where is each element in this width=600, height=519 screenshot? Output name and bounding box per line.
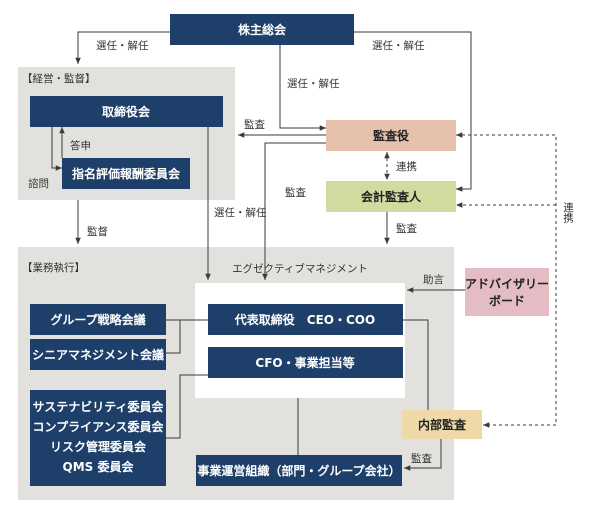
- appoint-board-arrow: [75, 31, 170, 64]
- label-audit-internal: 監査: [411, 452, 432, 465]
- execution-section-label: 【業務執行】: [22, 261, 85, 274]
- nomination-text: 指名評価報酬委員会: [72, 166, 181, 181]
- label-collab-short: 連携: [396, 160, 417, 173]
- audit-exec-arrow: [262, 142, 326, 280]
- accounting-auditor-box: [326, 181, 456, 212]
- accounting-auditor-text: 会計監査人: [361, 189, 422, 204]
- label-consult: 諮問: [28, 177, 49, 190]
- label-audit-board: 監査: [244, 118, 265, 131]
- business-org-text: 事業運営組織（部門・グループ会社）: [197, 463, 400, 478]
- committee-text-4: QMS 委員会: [63, 459, 135, 474]
- board-text: 取締役会: [102, 104, 151, 119]
- nomination-box: [62, 158, 190, 189]
- internal-audit-text: 内部監査: [418, 417, 467, 432]
- label-report: 答申: [70, 139, 91, 152]
- label-appoint-left: 選任・解任: [96, 39, 149, 52]
- ceo-internal-line: [403, 319, 429, 410]
- committees-link: [166, 374, 208, 439]
- advisory-text-2: ボード: [489, 293, 525, 308]
- senior-mgmt-box: [30, 339, 166, 370]
- label-audit-accounting: 監査: [396, 222, 417, 235]
- shareholders-text: 株主総会: [238, 22, 287, 37]
- auditors-text: 監査役: [373, 128, 409, 143]
- committees-box: [30, 390, 166, 486]
- committee-text-2: コンプライアンス委員会: [33, 419, 165, 434]
- audit-internal-arrow: [404, 439, 442, 471]
- executive-management-label: エグゼクティブマネジメント: [232, 262, 368, 275]
- group-strategy-box: [30, 304, 166, 335]
- label-advice: 助言: [423, 273, 444, 286]
- ceo-box: [208, 304, 403, 335]
- meetings-link: [166, 319, 181, 354]
- label-supervise: 監督: [87, 225, 108, 238]
- management-section-label: 【経営・監督】: [22, 72, 96, 85]
- appoint-auditors-arrow: [279, 45, 326, 131]
- label-appoint-mid: 選任・解任: [287, 77, 340, 90]
- label-appoint-right: 選任・解任: [372, 39, 425, 52]
- shareholders-box: [170, 14, 354, 45]
- collab-long-link: [456, 132, 557, 428]
- internal-audit-box: [402, 410, 482, 439]
- cfo-text: CFO・事業担当等: [255, 355, 354, 370]
- board-box: [30, 96, 223, 127]
- committee-text-3: リスク管理委員会: [50, 439, 147, 454]
- committee-text-1: サステナビリティ委員会: [32, 399, 164, 414]
- cfo-box: [208, 347, 403, 378]
- consult-arrow: [51, 127, 62, 171]
- senior-mgmt-text: シニアマネジメント会議: [32, 347, 164, 362]
- auditors-box: [326, 120, 456, 151]
- group-strategy-text: グループ戦略会議: [50, 312, 145, 327]
- label-collab-long: 連携: [562, 201, 574, 224]
- label-appoint-board: 選任・解任: [214, 206, 267, 219]
- business-org-box: [196, 455, 402, 486]
- advisory-box: [465, 268, 549, 316]
- advisory-text-1: アドバイザリー: [465, 277, 549, 291]
- executive-management-area: [195, 283, 405, 398]
- ceo-text: 代表取締役 CEO・COO: [234, 312, 375, 327]
- label-audit-exec: 監査: [285, 186, 306, 199]
